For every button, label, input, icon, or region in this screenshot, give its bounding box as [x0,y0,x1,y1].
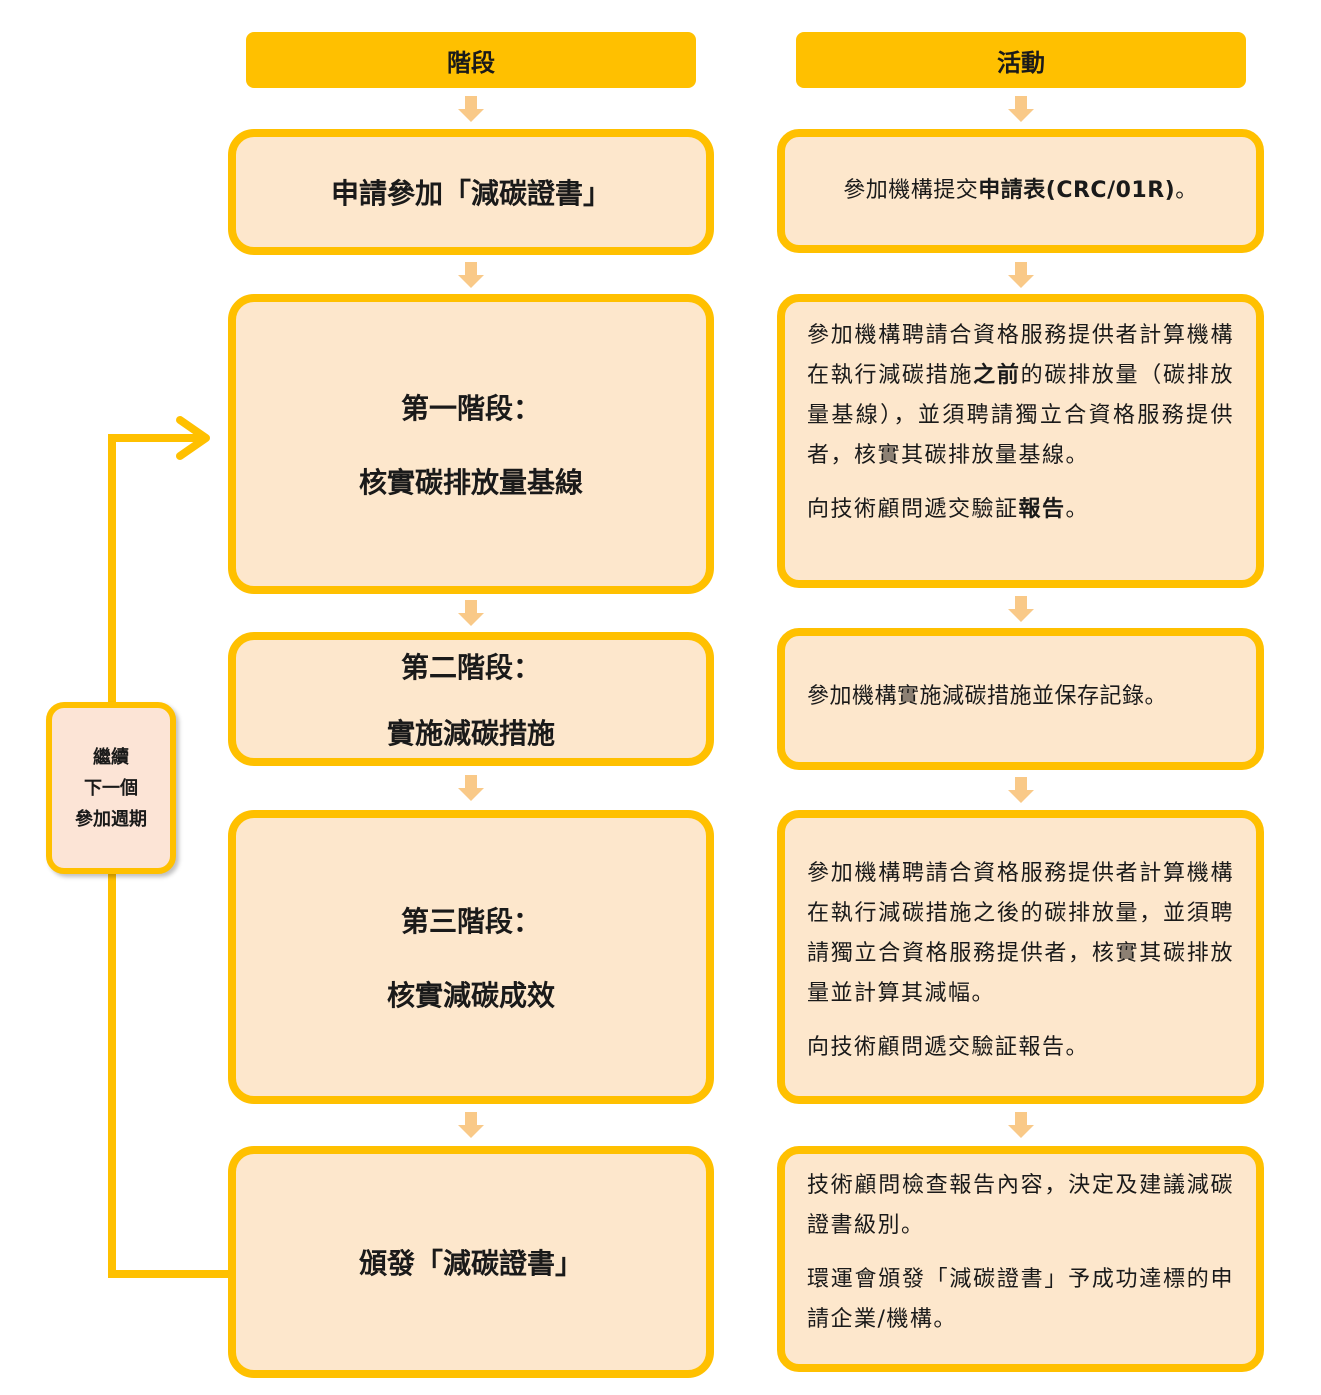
arrow-down-icon [1008,96,1034,122]
arrow-down-icon [458,1112,484,1138]
stage-three-title: 核實減碳成效 [386,979,555,1012]
arrow-down-icon [1008,1112,1034,1138]
activity-issue: 技術顧問檢查報告內容，決定及建議減碳證書級別。 環運會頒發「減碳證書」予成功達標… [777,1146,1264,1372]
arrow-down-icon [458,262,484,288]
stage-apply: 申請參加「減碳證書」 [228,129,714,255]
activity-issue-para1: 技術顧問檢查報告內容，決定及建議減碳證書級別。 [807,1173,1234,1238]
stage-one-label: 第一階段： [400,392,541,425]
arrow-down-icon [1008,596,1034,622]
activity-stage-three: 參加機構聘請合資格服務提供者計算機構在執行減碳措施之後的碳排放量，並須聘請獨立合… [777,810,1264,1104]
stage-two-label: 第二階段： [400,651,541,684]
arrow-down-icon [458,600,484,626]
arrow-down-icon [1008,777,1034,803]
activity-issue-para2: 環運會頒發「減碳證書」予成功達標的申請企業/機構。 [807,1267,1234,1332]
loop-arrowhead [176,416,210,460]
arrow-down-icon [458,775,484,801]
activity-stage-two-text: 參加機構實施減碳措施並保存記錄。 [807,684,1168,709]
activity-stage-one-para1: 參加機構聘請合資格服務提供者計算機構在執行減碳措施之前的碳排放量（碳排放量基線）… [807,323,1234,468]
stage-issue-title: 頒發「減碳證書」 [358,1247,583,1280]
stage-one-title: 核實碳排放量基線 [358,466,583,499]
activity-stage-two: 參加機構實施減碳措施並保存記錄。 [777,628,1264,770]
activity-stage-one-para2: 向技術顧問遞交驗証報告。 [807,497,1090,522]
stage-two: 第二階段： 實施減碳措施 [228,632,714,766]
activity-stage-three-para2: 向技術顧問遞交驗証報告。 [807,1035,1090,1060]
header-stage: 階段 [246,32,696,88]
stage-issue: 頒發「減碳證書」 [228,1146,714,1378]
loop-next-cycle-box: 繼續 下一個 參加週期 [46,702,176,874]
stage-one: 第一階段： 核實碳排放量基線 [228,294,714,594]
arrow-down-icon [458,96,484,122]
activity-stage-three-para1: 參加機構聘請合資格服務提供者計算機構在執行減碳措施之後的碳排放量，並須聘請獨立合… [807,861,1234,1006]
stage-three-label: 第三階段： [400,905,541,938]
application-form-name: 申請表(CRC/01R) [978,178,1176,203]
loop-line-3: 參加週期 [75,808,147,830]
stage-two-title: 實施減碳措施 [386,717,555,750]
stage-three: 第三階段： 核實減碳成效 [228,810,714,1104]
stage-apply-title: 申請參加「減碳證書」 [330,177,611,210]
loop-line-1: 繼續 [93,746,129,768]
activity-apply-text: 參加機構提交申請表(CRC/01R)。 [843,178,1198,203]
activity-stage-one: 參加機構聘請合資格服務提供者計算機構在執行減碳措施之前的碳排放量（碳排放量基線）… [777,294,1264,588]
arrow-down-icon [1008,262,1034,288]
loop-line-2: 下一個 [84,777,138,799]
header-activity: 活動 [796,32,1246,88]
activity-apply: 參加機構提交申請表(CRC/01R)。 [777,129,1264,253]
